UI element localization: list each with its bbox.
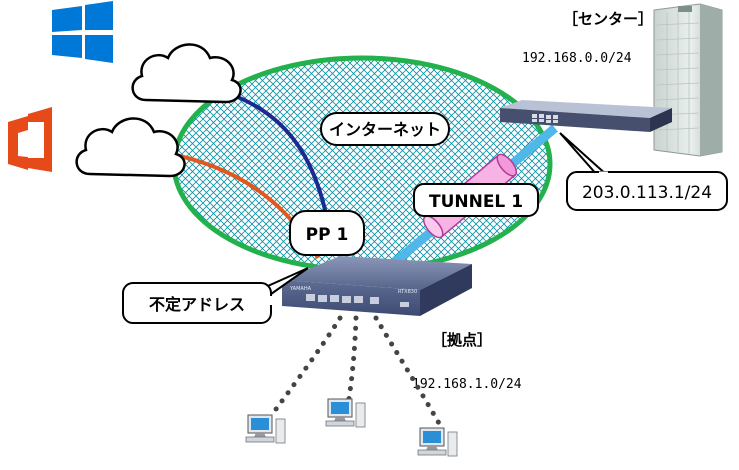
- pp-label-text: PP 1: [306, 225, 349, 245]
- branch-network-label: 192.168.1.0/24: [412, 377, 522, 392]
- tunnel-label: TUNNEL 1: [413, 183, 539, 217]
- tunnel-label-text: TUNNEL 1: [429, 192, 523, 212]
- cloud-icon: [131, 43, 242, 104]
- internet-label-text: インターネット: [329, 120, 441, 139]
- pc-icon: [245, 414, 286, 444]
- pc-icon: [325, 398, 366, 428]
- pp-label: PP 1: [289, 210, 365, 256]
- internet-label: インターネット: [320, 112, 450, 146]
- branch-label: ［拠点］: [432, 331, 492, 349]
- building-icon: [653, 3, 723, 157]
- center-label: ［センター］: [563, 10, 653, 28]
- windows-logo-icon: [52, 1, 113, 63]
- center-wan-callout: 203.0.113.1/24: [559, 132, 728, 211]
- center-network-label: 192.168.0.0/24: [522, 51, 632, 66]
- router-brand: YAMAHA: [289, 286, 312, 292]
- dynamic-address-callout: 不定アドレス: [122, 267, 309, 324]
- router-model: RTX830: [398, 289, 417, 295]
- cloud-icon: [75, 117, 186, 178]
- lan-links: [265, 315, 443, 428]
- router-icon: YAMAHA RTX830: [282, 256, 472, 316]
- dynamic-address-text: 不定アドレス: [149, 295, 245, 314]
- center-wan-ip-text: 203.0.113.1/24: [582, 183, 712, 203]
- office-logo-icon: [8, 107, 52, 172]
- router-icon: [500, 100, 672, 132]
- pc-icon: [417, 427, 458, 457]
